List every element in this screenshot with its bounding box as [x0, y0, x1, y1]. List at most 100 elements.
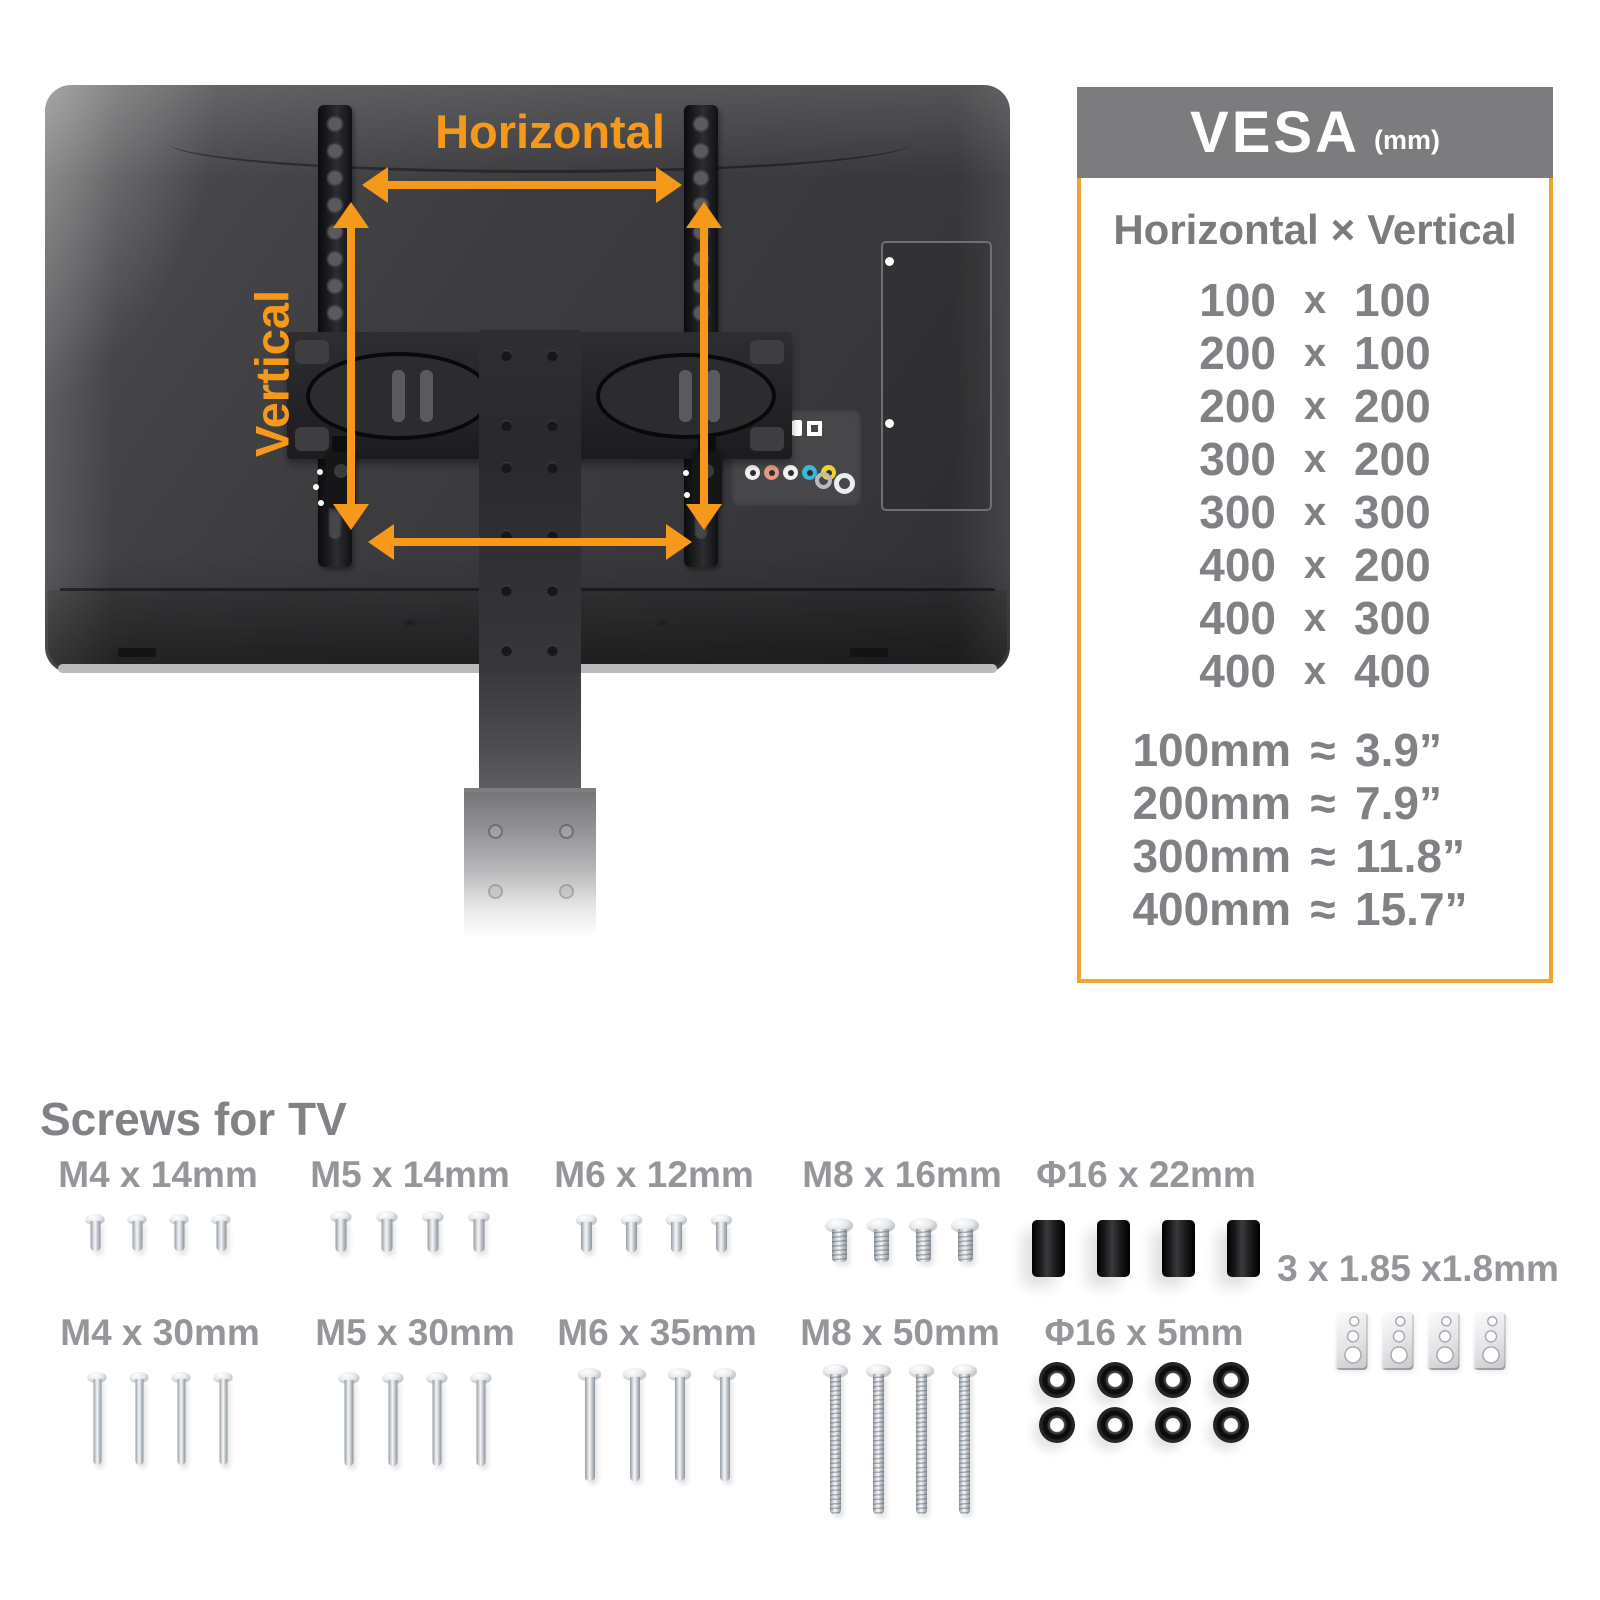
- conversion-inch: 11.8”: [1355, 830, 1465, 882]
- screw-group-items-m8-16: [825, 1218, 979, 1262]
- screw-head: [823, 1364, 848, 1377]
- screw-shaft: [719, 1377, 730, 1481]
- highlight-dot: [317, 469, 323, 475]
- plate-pad: [295, 340, 329, 364]
- screw-group-items-m6-35: [578, 1368, 736, 1481]
- screw-group-label: M4 x 14mm: [58, 1154, 258, 1195]
- vesa-size-vertical: 300: [1354, 592, 1431, 644]
- screw: [713, 1368, 736, 1481]
- av-port-white: [783, 465, 798, 480]
- screw-shaft: [177, 1379, 185, 1465]
- vesa-size-separator: x: [1303, 278, 1327, 322]
- vesa-size-vertical: 200: [1354, 433, 1431, 485]
- column-bolt: [501, 585, 512, 596]
- sleeve-screw: [559, 884, 574, 899]
- screw: [85, 1214, 105, 1251]
- screw-head: [127, 1214, 147, 1224]
- screw-head: [87, 1372, 107, 1382]
- round-port: [815, 472, 832, 489]
- vesa-conversion-row: 300mm≈11.8”: [1081, 830, 1549, 883]
- vesa-heading-right: Vertical: [1367, 206, 1517, 253]
- column-bolt: [501, 645, 512, 656]
- screw-head: [666, 1214, 687, 1225]
- washer: [1155, 1407, 1191, 1443]
- column-bolt: [501, 350, 512, 361]
- column-bolt: [547, 462, 558, 473]
- arrowhead-left-icon: [362, 167, 388, 203]
- screw-group-label: Φ16 x 22mm: [1036, 1154, 1256, 1195]
- screw: [338, 1372, 360, 1466]
- screw-shaft: [916, 1374, 927, 1514]
- round-port: [834, 473, 855, 494]
- screw-group-items-m5-14: [330, 1211, 490, 1252]
- screw-head: [825, 1218, 853, 1232]
- screw-shaft: [219, 1379, 227, 1465]
- screw-head: [376, 1211, 398, 1222]
- screw-shaft: [716, 1222, 727, 1252]
- screw-group-label: M6 x 12mm: [554, 1154, 754, 1195]
- column-bolt: [547, 585, 558, 596]
- screw-head: [338, 1372, 360, 1383]
- lock-hook: [332, 436, 350, 452]
- horizontal-arrow-top-icon: [362, 167, 682, 203]
- screw: [909, 1218, 937, 1262]
- screw-group-items-m4-14: [85, 1214, 231, 1251]
- plate-pad: [295, 427, 329, 451]
- screw: [426, 1372, 448, 1466]
- stand-column-lower: [479, 672, 581, 790]
- screw: [127, 1214, 147, 1251]
- screw-group-items-phi16-22: [1032, 1220, 1260, 1277]
- oval-slot: [420, 369, 434, 422]
- screw: [382, 1372, 404, 1466]
- screw-shaft: [581, 1222, 592, 1252]
- screw-shaft: [873, 1229, 889, 1262]
- port-icon-square: [807, 421, 822, 436]
- arrow-shaft: [700, 228, 708, 504]
- screw: [867, 1218, 895, 1262]
- screw-shaft: [671, 1222, 682, 1252]
- screw-group-label: Φ16 x 5mm: [1044, 1312, 1244, 1353]
- approx-symbol: ≈: [1310, 830, 1336, 882]
- cable-clip: [1334, 1312, 1368, 1370]
- screw: [470, 1372, 492, 1466]
- screw-head: [426, 1372, 448, 1383]
- arrowhead-right-icon: [656, 167, 682, 203]
- vesa-size-horizontal: 400: [1199, 592, 1276, 644]
- screw: [169, 1214, 189, 1251]
- arrowhead-right-icon: [666, 524, 692, 560]
- av-port-red: [764, 465, 779, 480]
- screw: [711, 1214, 732, 1252]
- screw: [623, 1368, 646, 1481]
- screw-shaft: [473, 1219, 485, 1252]
- screw-head: [129, 1372, 149, 1382]
- screw: [668, 1368, 691, 1481]
- vesa-columns-heading: Horizontal × Vertical: [1081, 206, 1549, 254]
- screw-shaft: [626, 1222, 637, 1252]
- screw-head: [867, 1218, 895, 1232]
- vertical-arrow-right-icon: [686, 202, 722, 530]
- washer: [1213, 1407, 1249, 1443]
- conversion-inch: 3.9”: [1355, 724, 1442, 776]
- screw-head: [211, 1214, 231, 1224]
- column-bolt: [547, 530, 558, 541]
- screw-shaft: [132, 1221, 142, 1251]
- vesa-size-separator: x: [1303, 490, 1327, 534]
- vesa-size-horizontal: 400: [1199, 645, 1276, 697]
- screw: [330, 1211, 352, 1252]
- screw-shaft: [915, 1229, 931, 1262]
- screw: [866, 1364, 891, 1514]
- horizontal-label: Horizontal: [435, 105, 665, 158]
- panel-screw-dot: [885, 419, 894, 428]
- column-bolt: [547, 350, 558, 361]
- screw: [171, 1372, 191, 1465]
- stand-sleeve: [464, 788, 596, 938]
- highlight-dot: [313, 484, 319, 490]
- column-bolt: [501, 530, 512, 541]
- conversion-inch: 7.9”: [1355, 777, 1442, 829]
- screw-shaft: [135, 1379, 143, 1465]
- screw-shaft: [388, 1380, 398, 1466]
